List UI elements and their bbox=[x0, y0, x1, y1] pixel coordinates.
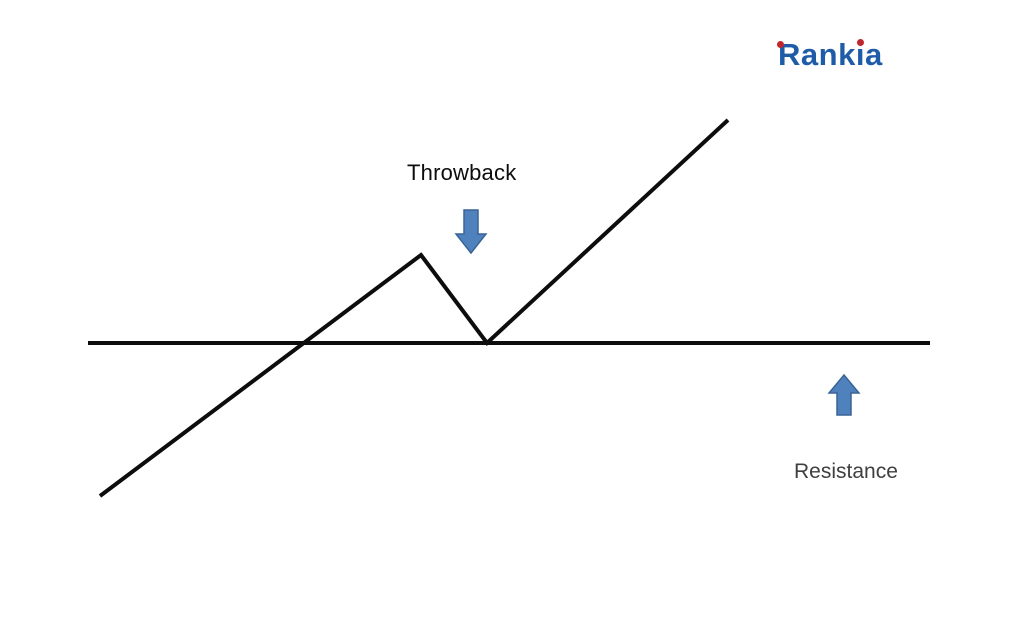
price-trend-line bbox=[98, 118, 730, 498]
logo-i-dot-icon bbox=[857, 39, 865, 46]
up-arrow-icon bbox=[827, 373, 861, 416]
logo-text-i: ı bbox=[855, 37, 865, 72]
throwback-label: Throwback bbox=[407, 160, 517, 185]
logo-letter-r: R bbox=[777, 37, 801, 72]
logo-r-dot-icon bbox=[777, 41, 784, 48]
logo-letter-i: ı bbox=[855, 37, 865, 72]
down-arrow-icon bbox=[454, 209, 488, 255]
resistance-label: Resistance bbox=[794, 460, 898, 483]
logo-text-middle: ank bbox=[800, 37, 856, 72]
logo-text-suffix: a bbox=[864, 37, 883, 72]
